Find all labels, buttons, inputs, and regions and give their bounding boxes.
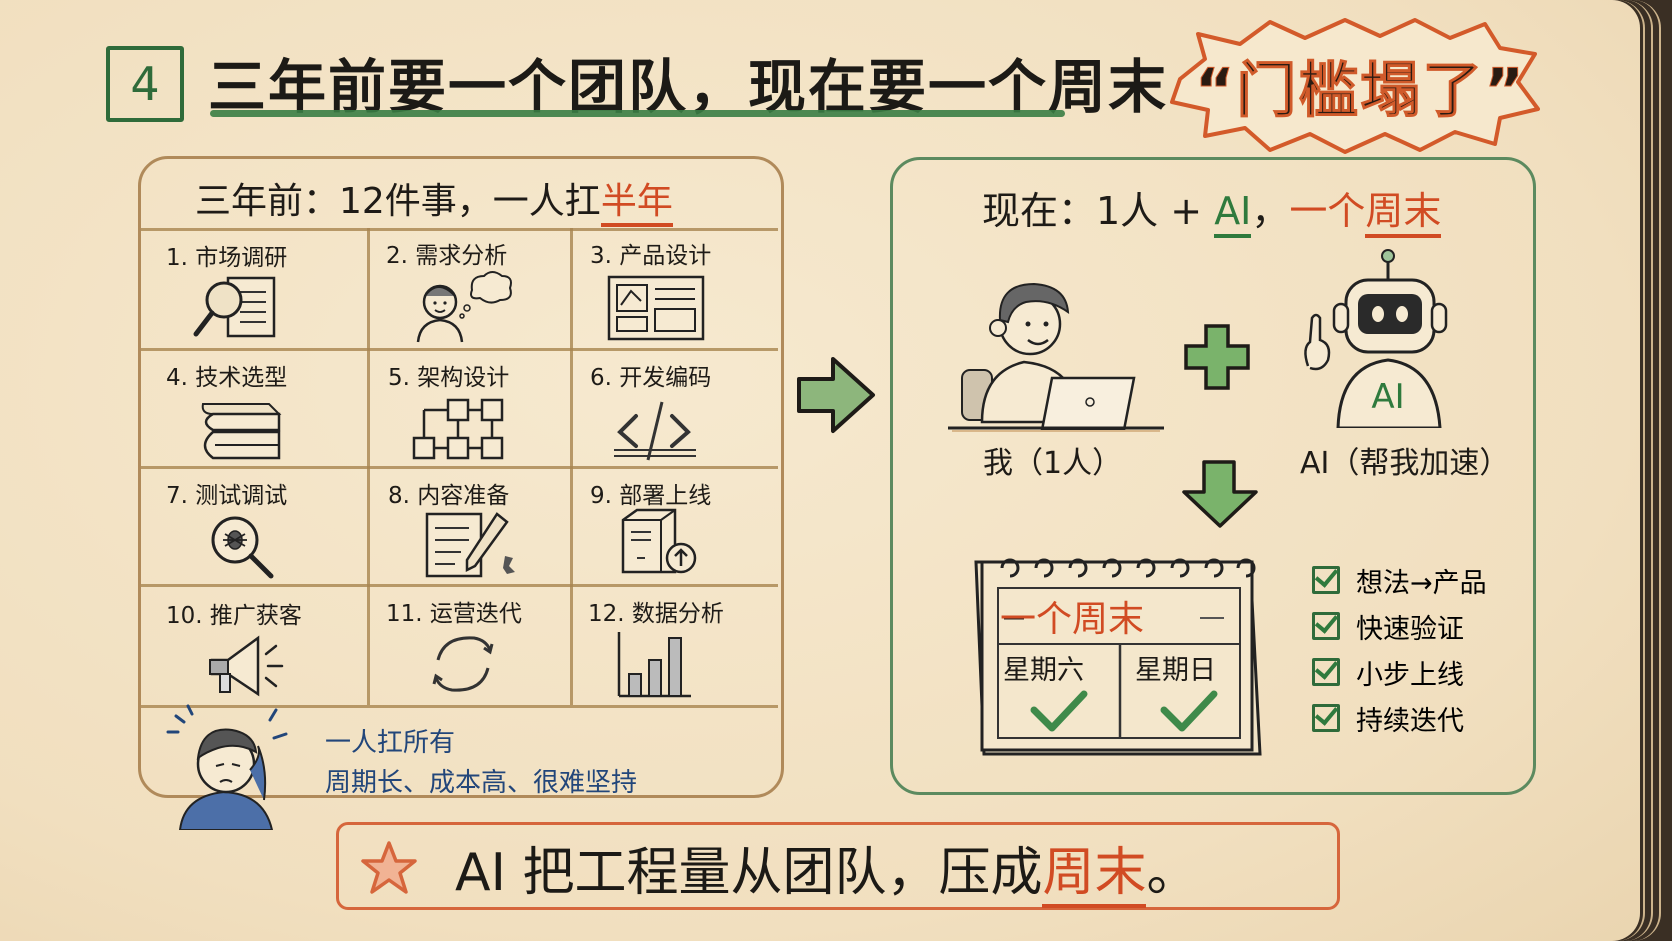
task-label: 5. 架构设计 — [388, 365, 510, 391]
grid-line — [141, 348, 778, 351]
calendar-day-saturday: 星期六 — [1003, 655, 1084, 686]
conclusion-text-main: AI 把工程量从团队，压成 — [455, 843, 1043, 903]
grid-line — [570, 228, 573, 705]
before-panel — [138, 156, 784, 798]
checklist-item: 持续迭代 — [1312, 695, 1487, 741]
wireframe-icon — [607, 275, 705, 341]
before-panel-title: 三年前：12件事，一人扛半年 — [195, 172, 673, 227]
task-label: 7. 测试调试 — [166, 483, 288, 509]
now-panel-title: 现在：1人 + AI，一个周末 — [982, 180, 1442, 238]
ai-label: AI（帮我加速） — [1300, 446, 1510, 481]
checklist-item-label: 想法→产品 — [1356, 567, 1487, 599]
now-title-text: 现在：1人 + — [982, 189, 1215, 233]
now-title-highlight-weekend: 周末 — [1365, 189, 1442, 238]
benefits-checklist: 想法→产品 快速验证 小步上线 持续迭代 — [1312, 557, 1487, 741]
code-icon — [614, 401, 696, 461]
now-title-comma: ， — [1251, 189, 1290, 233]
task-label: 12. 数据分析 — [588, 601, 724, 627]
now-title-highlight: 一个 — [1289, 189, 1366, 233]
plus-icon — [1184, 324, 1250, 390]
server-upload-icon — [621, 508, 697, 574]
now-title-ai: AI — [1214, 189, 1252, 238]
checklist-item: 快速验证 — [1312, 603, 1487, 649]
grid-line — [367, 228, 370, 705]
magnifier-document-icon — [193, 276, 276, 338]
task-label: 1. 市场调研 — [166, 245, 288, 271]
checklist-item-label: 小步上线 — [1356, 659, 1464, 691]
megaphone-icon — [209, 635, 284, 697]
now-panel — [890, 157, 1536, 795]
cycle-arrows-icon — [432, 636, 494, 692]
task-label: 4. 技术选型 — [166, 365, 288, 391]
before-footer-title: 一人扛所有 — [325, 728, 456, 758]
checkbox-checked-icon — [1312, 704, 1340, 732]
conclusion-banner — [336, 822, 1340, 910]
task-label: 8. 内容准备 — [388, 483, 510, 509]
architecture-diagram-icon — [412, 398, 504, 460]
task-label: 2. 需求分析 — [386, 243, 508, 269]
me-label: 我（1人） — [983, 446, 1123, 481]
checkbox-checked-icon — [1312, 658, 1340, 686]
checklist-item-label: 持续迭代 — [1356, 705, 1464, 737]
books-icon — [201, 403, 282, 460]
task-label: 11. 运营迭代 — [386, 601, 522, 627]
bug-search-icon — [211, 516, 274, 579]
calendar-title: 一个周末 — [1000, 599, 1145, 640]
before-title-text: 三年前：12件事，一人扛 — [195, 181, 601, 222]
stressed-person-icon — [166, 704, 288, 830]
before-title-highlight: 半年 — [600, 181, 673, 227]
arrow-down-icon — [1182, 460, 1258, 528]
conclusion-period: 。 — [1146, 843, 1199, 903]
grid-line — [141, 705, 778, 708]
checkbox-checked-icon — [1312, 566, 1340, 594]
checklist-item: 想法→产品 — [1312, 557, 1487, 603]
document-pencil-icon — [425, 512, 515, 578]
burst-callout-icon — [1170, 18, 1540, 154]
task-label: 6. 开发编码 — [590, 365, 712, 391]
bar-chart-icon — [617, 632, 691, 698]
grid-line — [141, 466, 778, 469]
arrow-right-icon — [797, 357, 875, 433]
callout-text: “门槛塌了” — [1195, 56, 1526, 127]
section-number-badge: 4 — [106, 46, 184, 122]
person-thinking-icon — [416, 271, 512, 343]
checklist-item: 小步上线 — [1312, 649, 1487, 695]
page-title: 三年前要一个团队，现在要一个周末 — [208, 53, 1169, 121]
star-icon — [361, 841, 417, 894]
calendar-day-sunday: 星期日 — [1135, 655, 1216, 686]
conclusion-highlight: 周末 — [1042, 843, 1147, 908]
checklist-item-label: 快速验证 — [1356, 613, 1464, 645]
robot-ai-badge: AI — [1371, 377, 1404, 417]
calendar-icon — [974, 558, 1262, 756]
task-label: 10. 推广获客 — [166, 603, 302, 629]
conclusion-text: AI 把工程量从团队，压成周末。 — [455, 830, 1199, 908]
grid-line — [141, 584, 778, 587]
title-underline — [210, 110, 1065, 117]
grid-line — [141, 228, 778, 231]
person-laptop-icon — [948, 282, 1164, 432]
robot-icon: AI — [1304, 249, 1448, 428]
task-label: 3. 产品设计 — [590, 243, 712, 269]
checkbox-checked-icon — [1312, 612, 1340, 640]
before-footer-desc: 周期长、成本高、很难坚持 — [325, 768, 638, 798]
task-label: 9. 部署上线 — [590, 483, 712, 509]
